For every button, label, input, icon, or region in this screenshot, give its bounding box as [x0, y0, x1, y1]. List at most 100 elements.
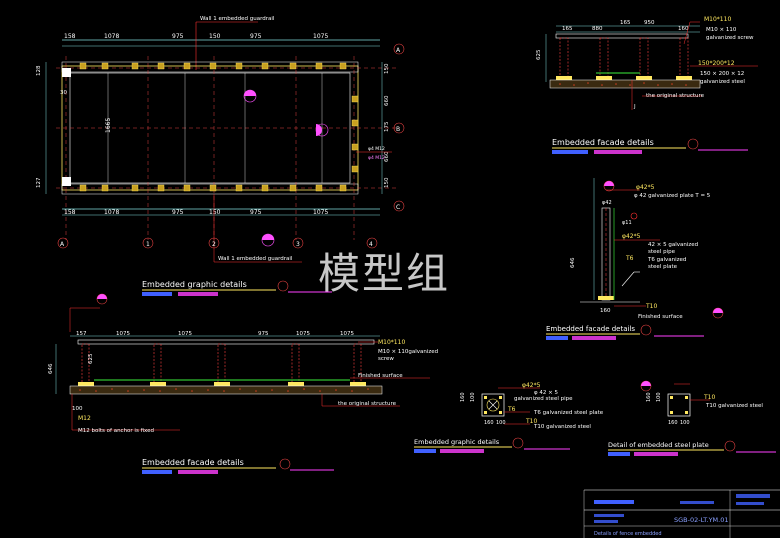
- plan-top-dim-4: 150: [209, 33, 221, 40]
- plan-right-dim-2: 660: [384, 95, 390, 106]
- sd-title-b: Detail of embedded steel plate: [608, 441, 709, 449]
- sd-dim-b-4: 100: [680, 420, 690, 426]
- tr-note-orig: the original structure: [646, 93, 705, 99]
- plan-bottom-dim-2: 1078: [104, 209, 119, 216]
- tr-dim-2: 880: [592, 26, 603, 32]
- plan-top-dim-3: 975: [172, 33, 184, 40]
- col-phi42: φ42*5: [636, 184, 655, 191]
- tr-note-plate-1: 150 × 200 × 12: [700, 71, 744, 77]
- sd-t10-b-en: T10 galvanized steel: [705, 403, 763, 409]
- title-emb-facade-1: Embedded facade details: [552, 138, 654, 147]
- elev-note-m12-2: M12 bolts of anchor is fixed: [78, 428, 154, 434]
- sd-dim-a-3: 160: [484, 420, 494, 426]
- elev-dim-3: 1075: [178, 331, 192, 337]
- plan-top-dim-1: 158: [64, 33, 76, 40]
- sd-dim-a-2: 100: [470, 392, 476, 402]
- plan-bottom-dim-3: 975: [172, 209, 184, 216]
- sd-t10-b: T10: [703, 394, 715, 401]
- elev-dim-5: 1075: [296, 331, 310, 337]
- tr-note-m10-1: M10 × 110: [706, 27, 737, 33]
- plan-top-dim-2: 1078: [104, 33, 119, 40]
- title-facade-2: Embedded facade details: [546, 324, 704, 340]
- axis-bottom-2: 2: [212, 241, 216, 248]
- axis-right-c: C: [396, 204, 400, 211]
- elev-height-dim: 625: [88, 353, 94, 364]
- plan-left-dim-2: 30: [60, 90, 67, 96]
- tr-note-m10-2: galvanized screw: [706, 35, 754, 41]
- elev-dim-1: 157: [76, 331, 87, 337]
- axis-right-a: A: [396, 47, 401, 54]
- elev-note-m10: M10*110: [378, 339, 405, 346]
- col-phi42x5: φ42*5: [622, 233, 641, 240]
- tr-note-plate-2: galvanized steel: [700, 79, 745, 85]
- elev-note-m12: M12: [78, 415, 91, 422]
- title-graphic-1: Embedded graphic details: [142, 280, 332, 296]
- plan-top-dim-6: 1075: [313, 33, 328, 40]
- axis-bottom-3: 3: [296, 241, 300, 248]
- sd-t6-en: T6 galvanized steel plate: [533, 410, 604, 416]
- elev-dim-4: 975: [258, 331, 269, 337]
- col-t10: T10: [645, 303, 657, 310]
- plan-leader-right-1: φ4 M12: [368, 146, 385, 152]
- sd-dim-b-2: 100: [656, 392, 662, 402]
- tr-dim-4: 950: [644, 20, 655, 26]
- column-detail: 646 φ42*5 φ 42 galvanized plate T = 5 φ4…: [570, 178, 724, 320]
- watermark-text: 模型组: [318, 249, 451, 298]
- col-dim-646: 646: [570, 257, 576, 268]
- axis-right-b: B: [396, 126, 400, 133]
- sd-t10-en: T10 galvanized steel: [533, 424, 591, 430]
- plan-view: 158 1078 975 150 975 1075 Wall 1 embedde…: [36, 16, 405, 263]
- plan-bottom-dim-5: 975: [250, 209, 262, 216]
- plan-left-dim-3: 127: [36, 177, 42, 188]
- sd-dim-b-3: 160: [668, 420, 678, 426]
- sd-title-a: Embedded graphic details: [414, 438, 500, 446]
- col-t6: T6: [625, 255, 634, 262]
- plan-leader-bottom: Wall 1 embedded guardrail: [218, 256, 293, 262]
- tr-dim-5: 160: [678, 26, 689, 32]
- sd-dim-a-1: 160: [460, 392, 466, 402]
- plan-top-dim-5: 975: [250, 33, 262, 40]
- elev-note-finished: Finished surface: [358, 373, 403, 379]
- elev-dim-6: 1075: [340, 331, 354, 337]
- col-phi42-small: φ42: [602, 200, 612, 206]
- plan-leader-right-2: φ4 M12: [368, 155, 385, 161]
- title-facade-3: Embedded facade details: [142, 458, 334, 474]
- tr-dim-1: 165: [562, 26, 573, 32]
- sd-phi42x5-1: φ 42 × 5: [534, 390, 558, 396]
- col-dim-160: 160: [600, 308, 611, 314]
- plan-bottom-dim-4: 150: [209, 209, 221, 216]
- sd-t10: T10: [525, 418, 537, 425]
- plan-left-dim-1: 128: [36, 65, 42, 76]
- col-phi42x5-en: 42 × 5 galvanized: [648, 242, 698, 248]
- small-details: φ42*5 φ 42 × 5 galvanized steel pipe T6 …: [414, 380, 776, 456]
- title-emb-facade-2: Embedded facade details: [546, 325, 635, 333]
- elev-note-m10-1: M10 × 110galvanized: [378, 349, 438, 355]
- tr-note-plate: 150*200*12: [698, 60, 735, 67]
- col-phi42-en: φ 42 galvanized plate T = 5: [634, 193, 711, 199]
- axis-bottom-4: 4: [369, 241, 373, 248]
- axis-bottom-a: A: [60, 241, 65, 248]
- plan-right-dim-1: 150: [384, 63, 390, 74]
- tr-note-j: J: [633, 104, 636, 110]
- col-t6-en: T6 galvanized: [647, 257, 686, 263]
- tr-side-dim: 625: [536, 49, 542, 60]
- plan-right-dim-4: 660: [384, 151, 390, 162]
- plan-right-dim-5: 150: [384, 177, 390, 188]
- tb-title: Details of fence embedded: [594, 531, 662, 537]
- elev-dim-100: 100: [72, 406, 83, 412]
- sd-phi42x5: φ42*5: [522, 382, 541, 389]
- tr-dim-3: 165: [620, 20, 631, 26]
- plan-leader-top: Wall 1 embedded guardrail: [200, 16, 275, 22]
- plan-bottom-dim-1: 158: [64, 209, 76, 216]
- col-steel-plate: steel plate: [648, 264, 678, 270]
- title-emb-facade-3: Embedded facade details: [142, 458, 244, 467]
- col-phi11: φ11: [622, 220, 632, 226]
- elev-note-m10-2: screw: [378, 356, 394, 362]
- plan-bottom-dim-6: 1075: [313, 209, 328, 216]
- plan-right-dim-3: 175: [384, 121, 390, 132]
- elev-dim-2: 1075: [116, 331, 130, 337]
- elevation-view: 157 1075 1075 975 1075 1075 62: [48, 293, 438, 434]
- col-finished: Finished surface: [638, 314, 683, 320]
- title-emb-graphic-1: Embedded graphic details: [142, 280, 247, 289]
